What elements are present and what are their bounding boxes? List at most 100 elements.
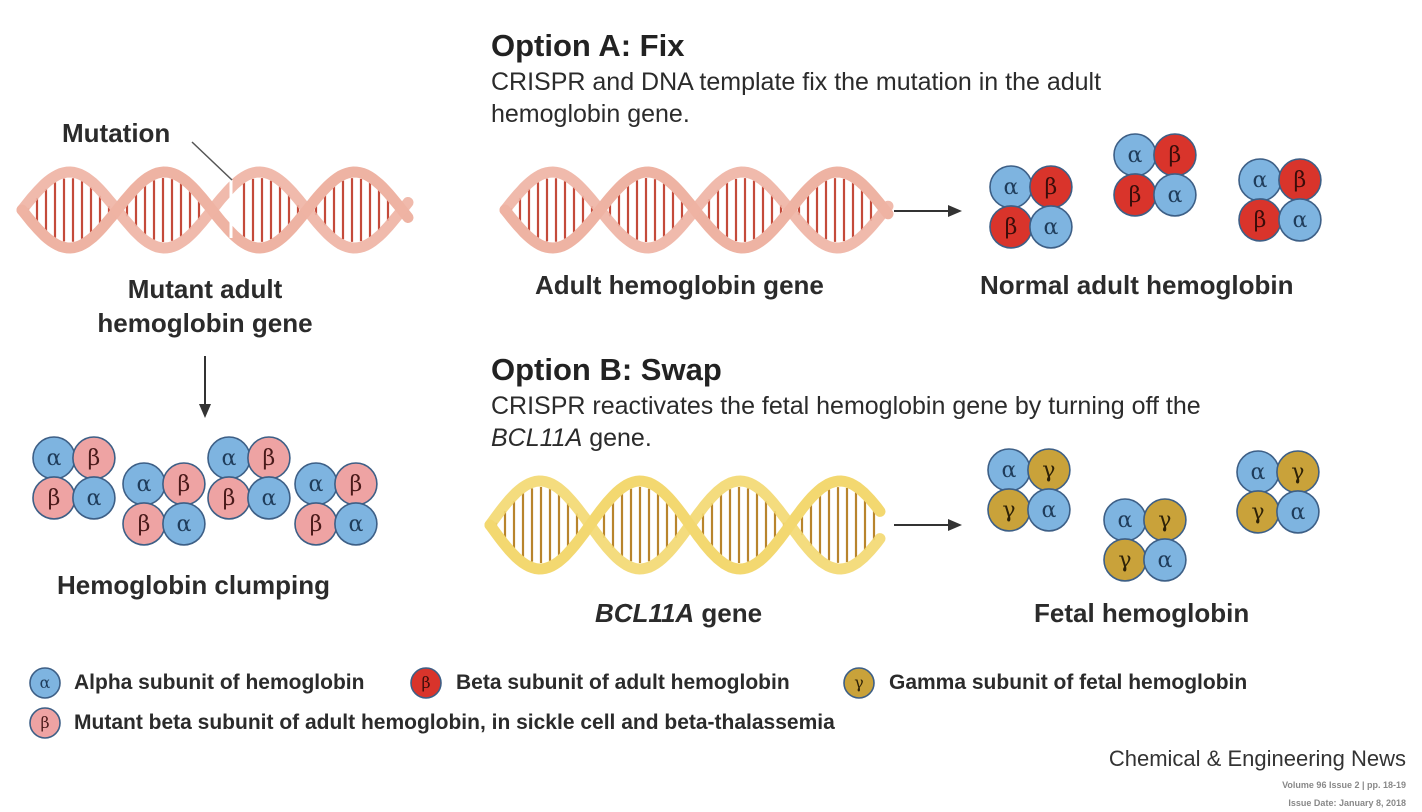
alpha-subunit-symbol: α [309, 472, 324, 497]
option-b-description: CRISPR reactivates the fetal hemoglobin … [491, 390, 1201, 454]
beta-adult-subunit: β [1153, 133, 1197, 177]
option-a-description: CRISPR and DNA template fix the mutation… [491, 66, 1101, 130]
bcl11a-italic-text: BCL11A [491, 424, 583, 452]
beta-adult-subunit-symbol: β [1045, 175, 1058, 200]
option-b-heading: Option B: Swap [491, 352, 722, 387]
gamma-subunit-symbol: γ [1158, 508, 1171, 533]
alpha-subunit: α [29, 667, 61, 699]
alpha-subunit-circle [162, 502, 206, 546]
beta-adult-subunit-circle [410, 667, 442, 699]
bcl-helix-rungs [494, 487, 876, 563]
volume-credit: Volume 96 Issue 2 | pp. 18-19 [1282, 780, 1406, 790]
alpha-subunit-circle [1029, 205, 1073, 249]
alpha-subunit-circle [1027, 488, 1071, 532]
option-a-description-line1: CRISPR and DNA template fix the mutation… [491, 68, 1102, 96]
alpha-subunit-symbol: α [1002, 458, 1017, 483]
alpha-subunit: α [987, 448, 1031, 492]
alpha-subunit-circle [1276, 490, 1320, 534]
bcl11a-gene-helix [484, 475, 886, 575]
bcl-helix-strand [484, 475, 886, 575]
alpha-subunit-symbol: α [1041, 498, 1056, 523]
beta-adult-subunit-symbol: β [1005, 215, 1018, 240]
mutant-helix-rungs [26, 178, 390, 242]
alpha-subunit: α [334, 502, 378, 546]
alpha-subunit-circle [29, 667, 61, 699]
alpha-subunit-circle [72, 476, 116, 520]
alpha-subunit-symbol: α [1290, 500, 1305, 525]
alpha-subunit: α [122, 462, 166, 506]
alpha-subunit: α [989, 165, 1033, 209]
bcl11a-gene-label-rest: gene [694, 598, 763, 628]
alpha-subunit-circle [1153, 173, 1197, 217]
alpha-subunit: α [207, 436, 251, 480]
gamma-subunit-symbol: γ [1118, 548, 1131, 573]
beta-mutant-subunit-symbol: β [310, 512, 323, 537]
fetal-hemoglobin-label: Fetal hemoglobin [1034, 598, 1250, 628]
legend-alpha-text: Alpha subunit of hemoglobin [74, 671, 365, 694]
option-b-description-line1: CRISPR reactivates the fetal hemoglobin … [491, 392, 1201, 420]
beta-mutant-subunit: β [247, 436, 291, 480]
alpha-subunit-symbol: α [348, 512, 363, 537]
legend-gamma-text: Gamma subunit of fetal hemoglobin [889, 671, 1248, 694]
beta-adult-subunit-symbol: β [421, 673, 430, 692]
normal-adult-hemoglobin-label: Normal adult hemoglobin [980, 270, 1294, 300]
alpha-subunit: α [1238, 158, 1282, 202]
alpha-subunit: α [1236, 450, 1280, 494]
alpha-subunit-symbol: α [1251, 460, 1266, 485]
alpha-subunit-symbol: α [137, 472, 152, 497]
alpha-subunit-symbol: α [261, 486, 276, 511]
beta-adult-subunit: β [1113, 173, 1157, 217]
bcl11a-gene-label: BCL11A gene [595, 598, 762, 629]
gamma-subunit-symbol: γ [1291, 460, 1304, 485]
beta-adult-subunit-symbol: β [1129, 183, 1142, 208]
alpha-subunit-symbol: α [47, 446, 62, 471]
option-a-heading: Option A: Fix [491, 28, 685, 63]
beta-mutant-subunit: β [122, 502, 166, 546]
option-b-description-line2-rest: gene. [582, 424, 652, 452]
gamma-subunit: γ [843, 667, 875, 699]
gamma-subunit: γ [1236, 490, 1280, 534]
beta-mutant-subunit: β [162, 462, 206, 506]
hemoglobin-clumping-label: Hemoglobin clumping [57, 570, 330, 600]
beta-mutant-subunit: β [72, 436, 116, 480]
beta-adult-subunit: β [1278, 158, 1322, 202]
alpha-subunit: α [1276, 490, 1320, 534]
beta-mutant-subunit-symbol: β [48, 486, 61, 511]
mutant-adult-hemoglobin-gene-helix [16, 166, 414, 254]
alpha-subunit: α [72, 476, 116, 520]
alpha-subunit: α [1113, 133, 1157, 177]
gamma-subunit: γ [1143, 498, 1187, 542]
beta-adult-subunit: β [1238, 198, 1282, 242]
alpha-subunit: α [1153, 173, 1197, 217]
legend-beta-adult-text: Beta subunit of adult hemoglobin [456, 671, 790, 694]
gamma-subunit: γ [1103, 538, 1147, 582]
adult-helix-rungs [509, 178, 873, 242]
alpha-subunit-symbol: α [1043, 215, 1058, 240]
beta-adult-subunit-symbol: β [1294, 168, 1307, 193]
alpha-subunit: α [1103, 498, 1147, 542]
gamma-subunit: γ [987, 488, 1031, 532]
gamma-subunit: γ [1276, 450, 1320, 494]
alpha-subunit-circle [1143, 538, 1187, 582]
gamma-subunit-symbol: γ [1251, 500, 1264, 525]
alpha-subunit: α [1143, 538, 1187, 582]
alpha-subunit-symbol: α [1292, 208, 1307, 233]
right-arrow-icon-b [894, 519, 962, 531]
alpha-subunit-circle [334, 502, 378, 546]
beta-adult-subunit: β [1029, 165, 1073, 209]
legend-beta-mutant-text: Mutant beta subunit of adult hemoglobin,… [74, 711, 835, 734]
mutant-gene-label: Mutant adult hemoglobin gene [60, 272, 350, 340]
right-arrow-icon-a [894, 205, 962, 217]
beta-adult-subunit-symbol: β [1254, 208, 1267, 233]
alpha-subunit: α [247, 476, 291, 520]
alpha-subunit-symbol: α [40, 673, 51, 692]
beta-mutant-subunit: β [207, 476, 251, 520]
alpha-subunit-symbol: α [1253, 168, 1268, 193]
beta-mutant-subunit: β [32, 476, 76, 520]
gamma-subunit-symbol: γ [1002, 498, 1015, 523]
bcl11a-gene-label-italic: BCL11A [595, 598, 695, 628]
